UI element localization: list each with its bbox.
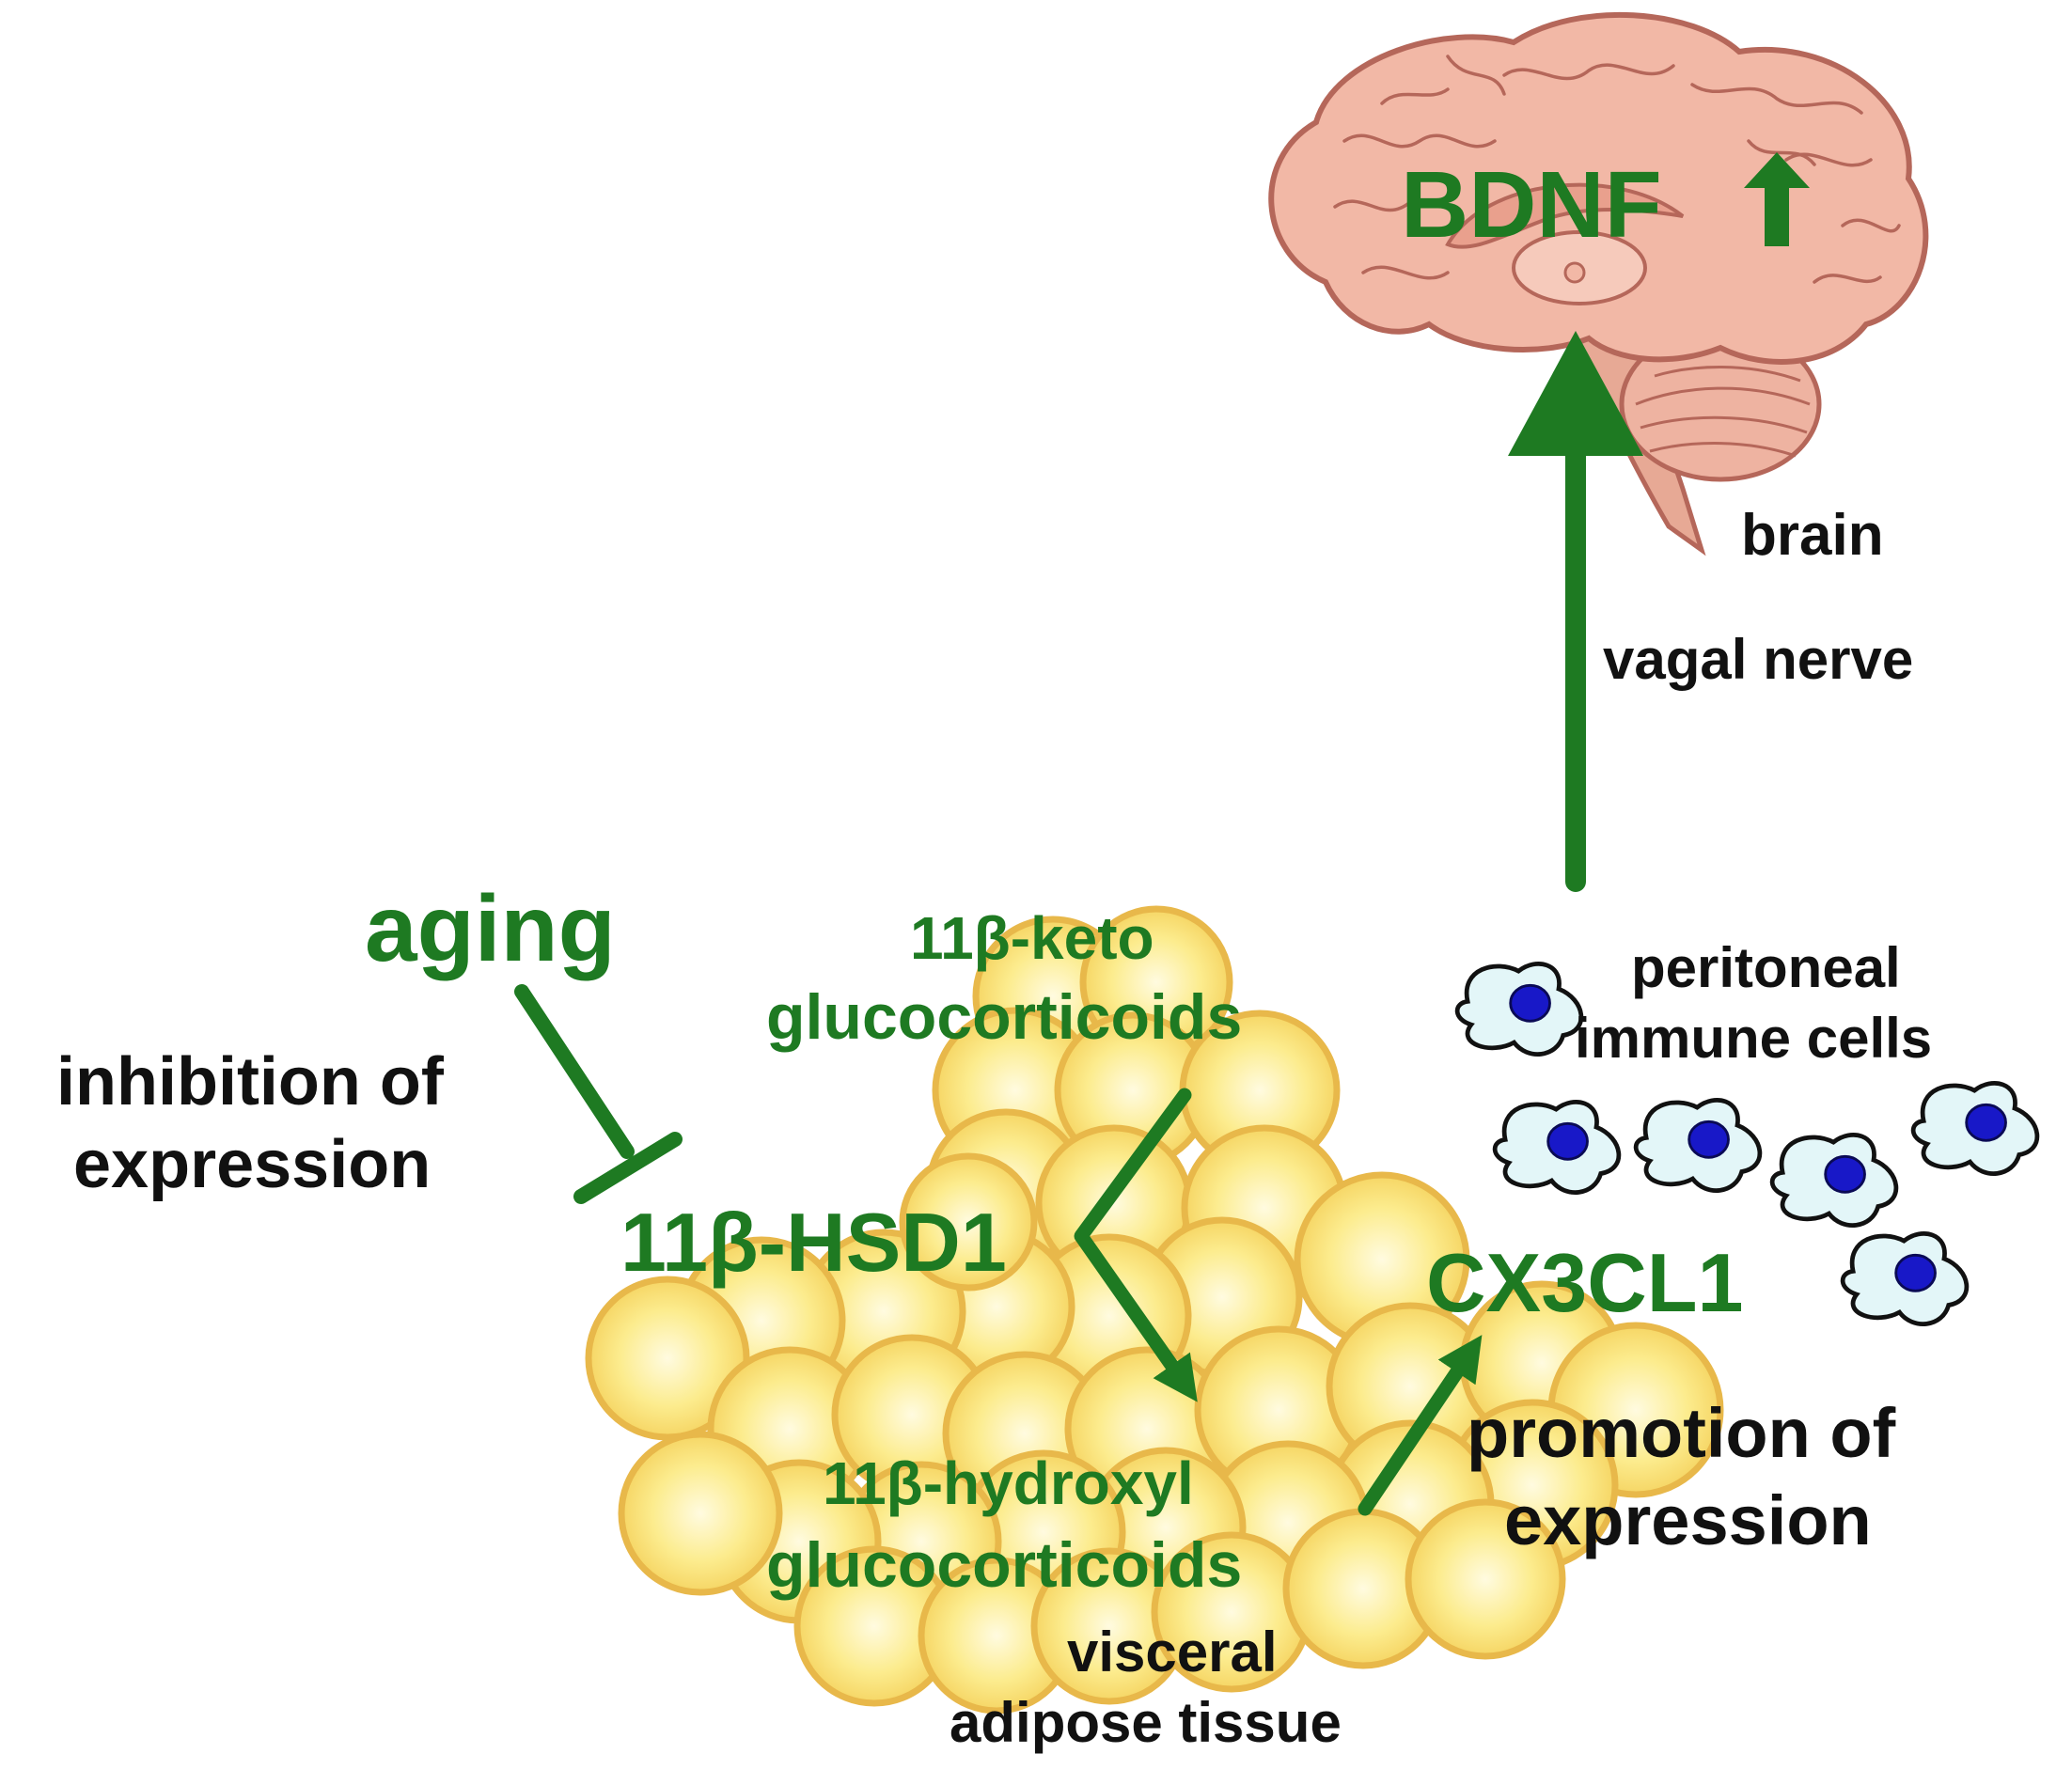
peritoneal-immune-cells	[1454, 961, 2040, 1326]
keto-label-line1: 11β-keto	[910, 904, 1154, 972]
adipose-tissue-icon	[585, 905, 1724, 1715]
adipocyte	[1405, 1498, 1566, 1660]
visceral-label-line1: visceral	[1067, 1621, 1278, 1683]
brain-icon	[1268, 11, 1929, 556]
adipocyte	[585, 1276, 750, 1441]
adipocyte	[618, 1431, 783, 1596]
adipocyte	[899, 1152, 1038, 1292]
immune-cell-icon	[1910, 1080, 2040, 1176]
aging-label: aging	[365, 876, 616, 981]
brain-label: brain	[1741, 503, 1884, 568]
peritoneal-label-line1: peritoneal	[1631, 936, 1901, 999]
hydroxyl-label-line1: 11β-hydroxyl	[823, 1449, 1194, 1517]
inhibition-label-line2: expression	[73, 1127, 431, 1202]
promotion-label-line1: promotion of	[1467, 1394, 1896, 1472]
hsd1-label: 11β-HSD1	[620, 1196, 1007, 1289]
inhibition-label-line1: inhibition of	[56, 1044, 445, 1120]
bdnf-up-arrow-icon	[1744, 152, 1810, 246]
pathway-arrows	[514, 152, 1810, 1516]
hydroxyl-label-line2: glucocorticoids	[766, 1529, 1242, 1601]
keto-label-line2: glucocorticoids	[766, 981, 1242, 1053]
cx3cl1-label: CX3CL1	[1426, 1236, 1743, 1329]
vagal-nerve-label: vagal nerve	[1603, 628, 1913, 691]
immune-cell-icon	[1492, 1099, 1622, 1195]
conversion-arrow	[1074, 1088, 1198, 1402]
peritoneal-label-line2: immune cells	[1575, 1007, 1932, 1070]
immune-cell-icon	[1633, 1097, 1763, 1193]
promotion-arrow	[1358, 1335, 1483, 1516]
inhibition-arrow	[514, 984, 635, 1159]
immune-cell-icon	[1840, 1230, 1970, 1326]
inhibition-bar	[573, 1132, 683, 1204]
promotion-label-line2: expression	[1504, 1481, 1872, 1559]
visceral-label-line2: adipose tissue	[950, 1691, 1342, 1754]
immune-cell-icon	[1769, 1132, 1899, 1228]
bdnf-label: BDNF	[1401, 152, 1662, 258]
immune-cell-icon	[1454, 961, 1584, 1057]
